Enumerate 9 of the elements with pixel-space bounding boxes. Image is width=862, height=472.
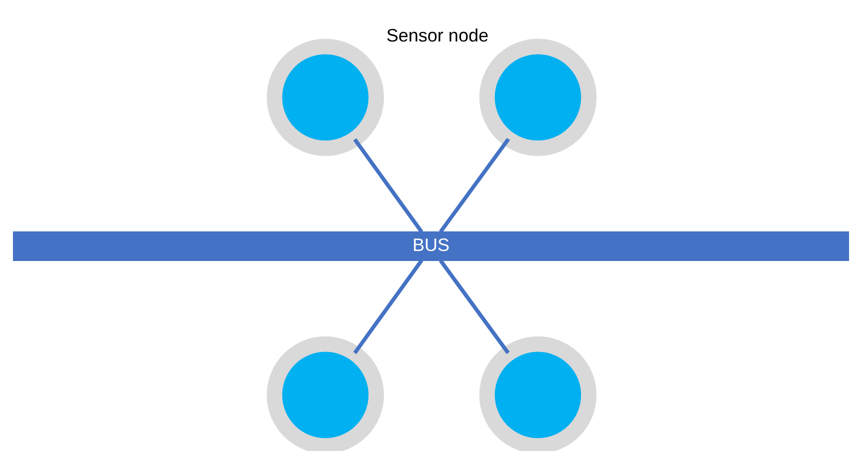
connector — [353, 138, 424, 233]
connector — [438, 258, 510, 354]
node-circle — [479, 336, 597, 450]
connector — [438, 137, 510, 232]
connector — [353, 258, 424, 354]
node-label: Sensor node — [386, 25, 489, 46]
node-box: BUS — [12, 230, 850, 260]
node-circle — [266, 38, 384, 156]
node-circle — [266, 336, 384, 450]
